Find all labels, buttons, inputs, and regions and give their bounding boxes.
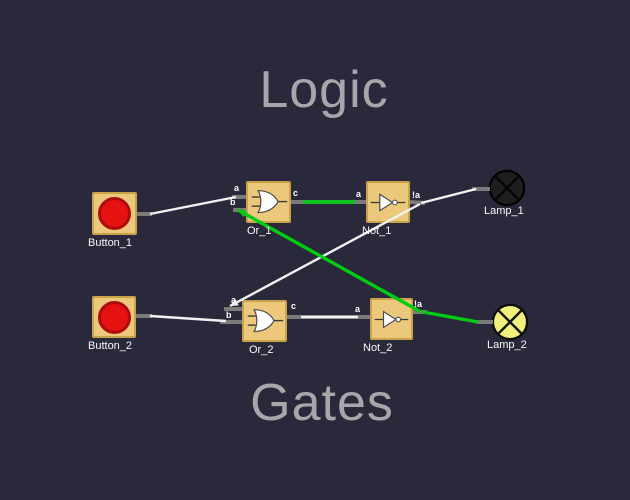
or-gate-icon: [247, 308, 283, 332]
or-1-port-c-label: c: [293, 188, 299, 198]
page-title-top: Logic: [259, 61, 389, 119]
button-1-label: Button_1: [88, 237, 133, 249]
lamp-1-label: Lamp_1: [484, 205, 524, 217]
or-2-port-b-label: b: [226, 310, 232, 320]
lamp-on-icon: [491, 303, 529, 341]
not-gate-icon: [370, 192, 406, 212]
lamp-2-label: Lamp_2: [487, 339, 527, 351]
port-stub: [409, 200, 426, 205]
or-1-port-a-label: a: [234, 183, 240, 193]
not-gate-icon: [374, 309, 409, 329]
page-title-bottom: Gates: [250, 374, 394, 432]
wire-button2-to-or2-b: [149, 314, 227, 323]
lamp-off-icon: [488, 169, 526, 207]
push-button-icon[interactable]: [98, 197, 131, 230]
or-1-label: Or_1: [247, 225, 272, 237]
push-button-icon[interactable]: [97, 300, 131, 334]
not-1-label: Not_1: [362, 225, 392, 237]
or-2-label: Or_2: [249, 344, 274, 356]
button-2-label: Button_2: [88, 340, 133, 352]
or-2-port-c-label: c: [291, 301, 297, 311]
or-gate-1[interactable]: [246, 181, 291, 223]
not-1-port-in-label: a: [356, 189, 362, 199]
or-1-port-b-label: b: [230, 197, 236, 207]
lamp-2[interactable]: [491, 303, 529, 341]
lamp-1[interactable]: [488, 169, 526, 207]
or-gate-icon: [251, 189, 287, 213]
not-gate-1[interactable]: [366, 181, 410, 223]
or-gate-2[interactable]: [242, 300, 287, 342]
button-1[interactable]: [92, 192, 137, 235]
not-gate-2[interactable]: [370, 298, 413, 340]
not-2-port-out-label: !a: [414, 299, 423, 309]
not-2-label: Not_2: [363, 342, 393, 354]
or-2-port-a-label: a: [231, 295, 237, 305]
not-2-port-in-label: a: [355, 304, 361, 314]
not-1-port-out-label: !a: [412, 190, 421, 200]
wire-not1-out-to-lamp1: [420, 187, 477, 205]
wire-button1-to-or1-a: [149, 195, 237, 216]
wire-not2-out-to-lamp2: [422, 310, 479, 324]
button-2[interactable]: [92, 296, 136, 338]
